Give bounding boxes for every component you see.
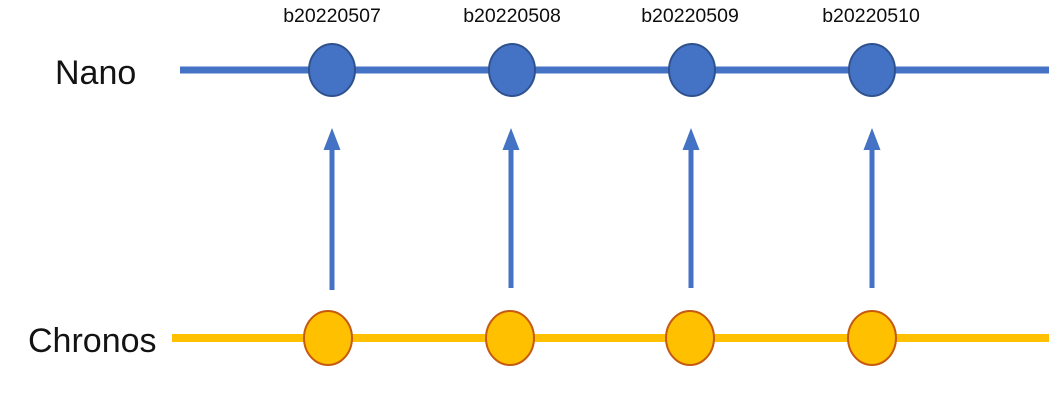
propagation-arrow	[502, 128, 520, 288]
chronos-block-node[interactable]	[485, 310, 535, 366]
propagation-arrow	[682, 128, 700, 288]
nano-node-group	[308, 43, 896, 97]
block-label: b20220509	[641, 5, 739, 27]
lane-label-nano: Nano	[55, 54, 136, 92]
propagation-arrow	[863, 128, 881, 288]
block-label-group: b20220507 b20220508 b20220509 b20220510	[283, 5, 920, 27]
chronos-block-node[interactable]	[847, 310, 897, 366]
chronos-block-node[interactable]	[665, 310, 715, 366]
lane-label-chronos: Chronos	[28, 322, 157, 360]
nano-block-node[interactable]	[848, 43, 896, 97]
block-label: b20220510	[822, 5, 920, 27]
chronos-node-group	[303, 310, 897, 366]
chronos-block-node[interactable]	[303, 310, 353, 366]
block-label: b20220507	[283, 5, 381, 27]
block-label: b20220508	[463, 5, 561, 27]
propagation-arrow	[323, 128, 341, 290]
nano-block-node[interactable]	[668, 43, 716, 97]
nano-block-node[interactable]	[308, 43, 356, 97]
propagation-arrow-group	[323, 128, 881, 290]
nano-block-node[interactable]	[488, 43, 536, 97]
